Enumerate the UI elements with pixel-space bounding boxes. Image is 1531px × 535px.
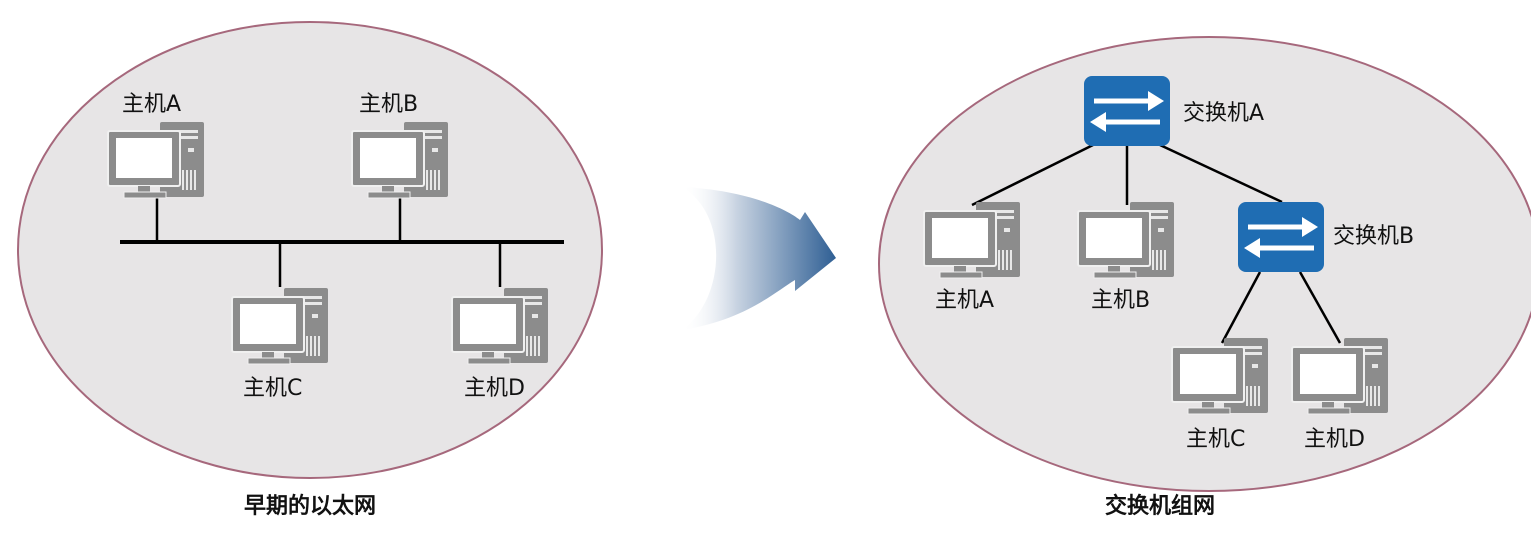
right-panel: 交换机A 交换机B 主机A 主机B 主机C 主机D 交换机组网 [878, 36, 1531, 519]
left-panel-caption: 早期的以太网 [244, 493, 376, 519]
switch-icon [1238, 202, 1324, 272]
computer-icon [231, 287, 329, 365]
host-label: 主机B [359, 92, 418, 117]
host-label: 主机A [122, 92, 181, 117]
link-switch-a-host-a [971, 143, 1094, 207]
link-switch-b-host-d [1298, 271, 1342, 344]
link-switch-b-host-c [1220, 271, 1262, 344]
computer-icon [1077, 201, 1175, 279]
computer-icon [451, 287, 549, 365]
computer-icon [351, 121, 449, 199]
link-switch-a-switch-b [1159, 143, 1283, 204]
host-label: 主机A [935, 288, 994, 313]
host-label: 主机D [464, 376, 525, 401]
host-label: 主机D [1304, 427, 1365, 452]
host-label: 主机B [1091, 288, 1150, 313]
host-label: 主机C [1186, 427, 1245, 452]
right-panel-caption: 交换机组网 [1105, 493, 1215, 519]
computer-icon [1291, 337, 1389, 415]
bus-network-region [17, 21, 603, 479]
switch-label: 交换机A [1183, 101, 1264, 126]
host-label: 主机C [243, 376, 302, 401]
computer-icon [1171, 337, 1269, 415]
left-panel: 主机A 主机B 主机C 主机D 早期的以太网 [17, 21, 603, 519]
switch-label: 交换机B [1333, 224, 1414, 249]
computer-icon [923, 201, 1021, 279]
switch-icon [1084, 76, 1170, 146]
computer-icon [107, 121, 205, 199]
arrow-right-icon [682, 187, 836, 330]
